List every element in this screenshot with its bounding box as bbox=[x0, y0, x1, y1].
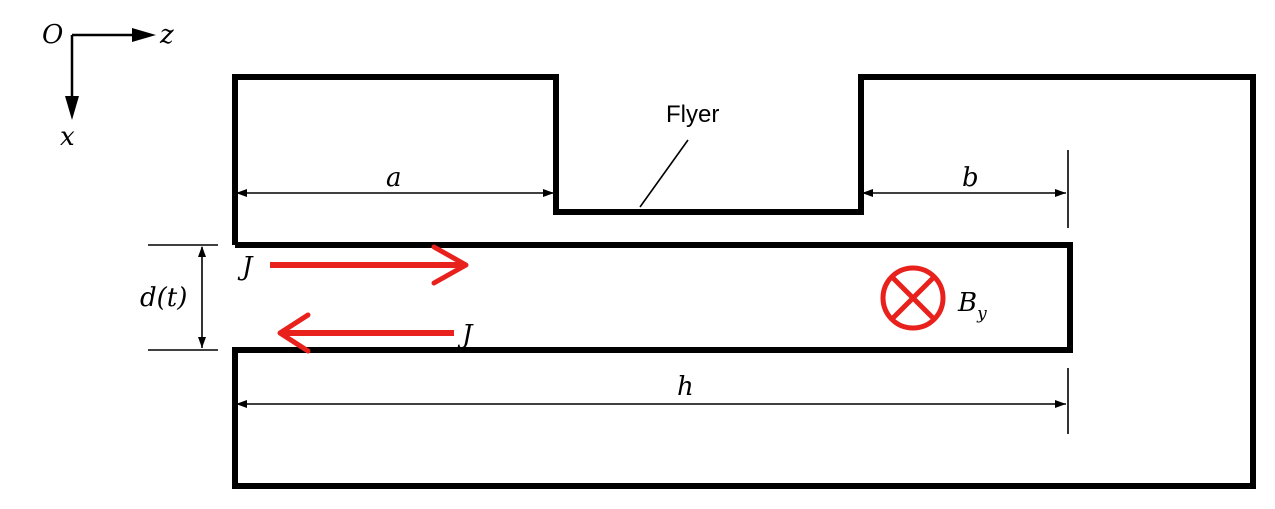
circle-cross-icon bbox=[880, 265, 946, 331]
current-bottom: J bbox=[277, 312, 474, 354]
dimension-b: b bbox=[862, 150, 1069, 228]
current-bottom-label: J bbox=[457, 320, 474, 350]
origin-label: O bbox=[42, 20, 63, 50]
x-axis-arrowhead-icon bbox=[65, 96, 79, 120]
magnetic-field: By bbox=[880, 265, 987, 331]
gap-label: d(t) bbox=[140, 283, 187, 313]
current-top-arrowhead-icon bbox=[431, 244, 469, 286]
dimension-a-label: a bbox=[386, 163, 402, 193]
coordinate-axes: O z x bbox=[42, 20, 174, 152]
dimension-gap: d(t) bbox=[140, 244, 218, 351]
current-top: J bbox=[237, 244, 469, 286]
upper-conductor-outline bbox=[232, 74, 1256, 489]
z-axis-label: z bbox=[159, 20, 174, 50]
flyer-label: Flyer bbox=[666, 101, 719, 128]
dimension-h: h bbox=[236, 368, 1069, 434]
current-top-label: J bbox=[237, 252, 254, 282]
current-bottom-arrowhead-icon bbox=[277, 312, 311, 354]
dimension-h-label: h bbox=[677, 372, 694, 402]
dimension-a: a bbox=[236, 163, 554, 197]
dimension-b-label: b bbox=[962, 163, 979, 193]
z-axis-arrowhead-icon bbox=[132, 28, 156, 42]
flyer-leader-line bbox=[639, 139, 689, 208]
field-label: By bbox=[957, 288, 987, 324]
x-axis-label: x bbox=[60, 122, 75, 152]
